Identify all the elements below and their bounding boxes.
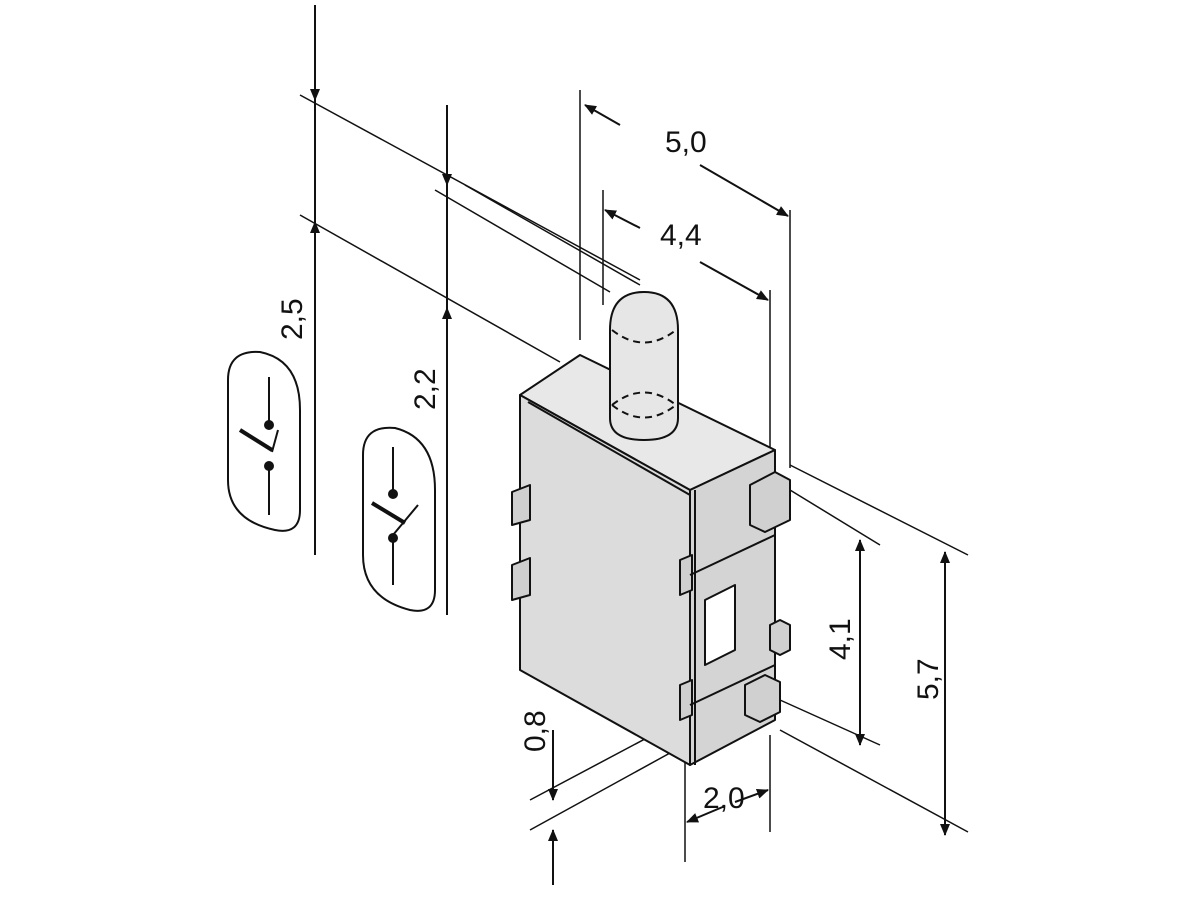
dim-5-7: 5,7 [912,658,945,700]
dim-4-1: 4,1 [824,618,857,660]
dimension-lines [310,5,950,885]
normally-closed-switch-icon [362,426,436,612]
dim-5-0: 5,0 [665,126,707,159]
dim-0-8: 0,8 [519,710,552,752]
dim-2-0: 2,0 [703,782,745,815]
switch-body [511,354,791,766]
dim-4-4: 4,4 [660,219,702,252]
dim-2-5: 2,5 [276,298,309,340]
plunger [609,290,679,442]
normally-open-switch-icon [227,350,301,532]
dim-2-2: 2,2 [409,368,442,410]
